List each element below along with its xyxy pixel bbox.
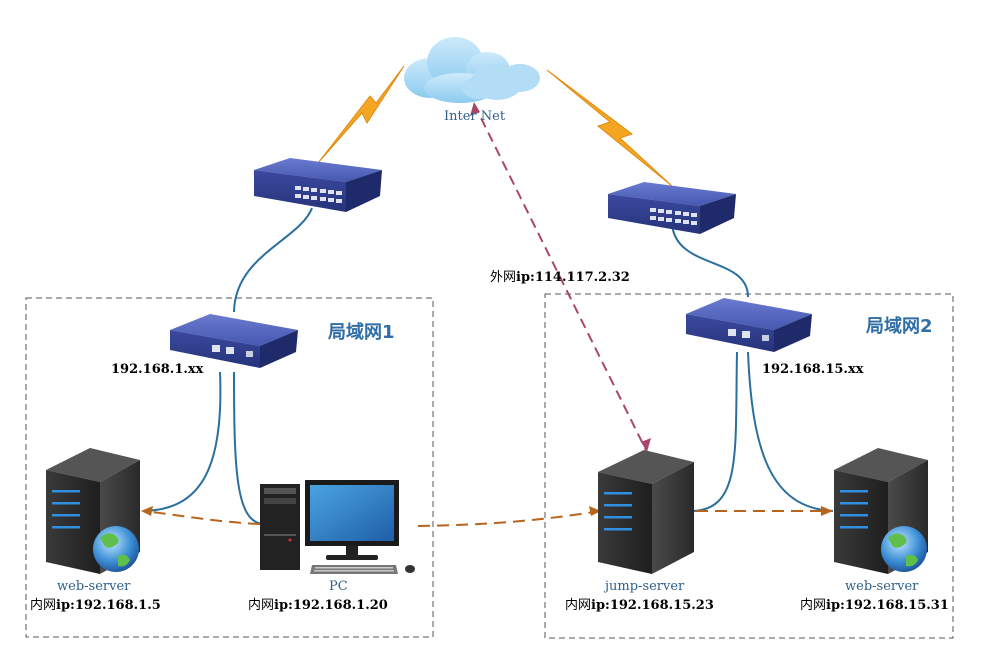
ssh-path: [142, 510, 830, 527]
lan2-web-server-ip-value: ip:192.168.15.31: [826, 598, 949, 613]
lan1-web-server-icon: [46, 448, 140, 574]
jump-server-ip: 内网ip:192.168.15.23: [565, 599, 714, 612]
lightning-left: [317, 65, 405, 164]
cable-sw1-lan1: [233, 207, 313, 313]
internet-path: [470, 102, 651, 452]
lan1-web-server-ip: 内网ip:192.168.1.5: [30, 599, 161, 612]
cable-lan2-jump: [693, 351, 738, 512]
lan2-subnet: 192.168.15.xx: [762, 362, 864, 377]
lan1-web-server-ip-prefix: 内网: [30, 598, 57, 613]
external-ip-value: ip:114.117.2.32: [516, 270, 630, 285]
lan1-switch-icon: [170, 314, 298, 368]
cables: [142, 207, 834, 525]
lan2-web-server-name: web-server: [845, 579, 919, 594]
lan2-web-server-ip-prefix: 内网: [800, 598, 827, 613]
lan2-web-server-ip: 内网ip:192.168.15.31: [800, 599, 949, 612]
jump-server-name: jump-server: [605, 579, 685, 594]
jump-server-icon: [598, 450, 694, 574]
external-ip-label: 外网ip:114.117.2.32: [490, 271, 630, 284]
lightning-right: [546, 69, 673, 187]
cable-lan2-web: [747, 351, 834, 512]
cable-lan1-pc: [233, 371, 263, 525]
internet-label: Inter Net: [444, 109, 506, 124]
jump-server-ip-value: ip:192.168.15.23: [591, 598, 714, 613]
lan2-web-server-icon: [834, 448, 928, 574]
lan2-title: 局域网2: [866, 316, 933, 337]
internet-switch-2-icon: [608, 182, 736, 234]
pc-ip-prefix: 内网: [248, 598, 275, 613]
pc-icon: [260, 480, 415, 574]
lan2-zone: [544, 293, 954, 639]
lan2-switch-icon: [686, 298, 812, 352]
internet-cloud-icon: [404, 37, 540, 103]
lan1-subnet: 192.168.1.xx: [111, 362, 204, 377]
cable-lan1-web: [142, 371, 222, 512]
internet-switch-1-icon: [254, 158, 382, 212]
jump-server-ip-prefix: 内网: [565, 598, 592, 613]
external-ip-prefix: 外网: [490, 270, 517, 285]
pc-name: PC: [329, 579, 348, 594]
lan1-web-server-name: web-server: [57, 579, 131, 594]
lan1-web-server-ip-value: ip:192.168.1.5: [56, 598, 161, 613]
pc-ip: 内网ip:192.168.1.20: [248, 599, 388, 612]
pc-ip-value: ip:192.168.1.20: [274, 598, 388, 613]
lan1-zone: [25, 297, 434, 638]
cable-sw2-lan2: [671, 223, 749, 298]
lan1-title: 局域网1: [328, 322, 395, 343]
